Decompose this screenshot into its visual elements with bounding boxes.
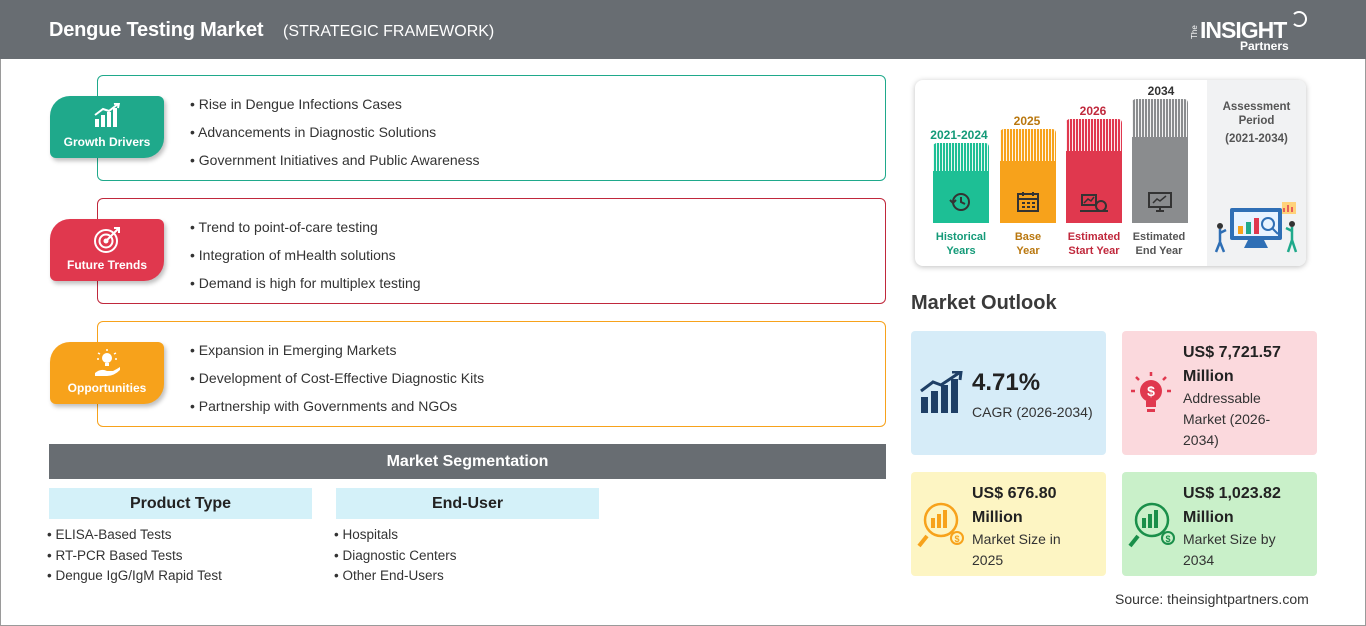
list-item: Diagnostic Centers bbox=[334, 547, 456, 568]
list-item: Trend to point-of-care testing bbox=[190, 217, 421, 245]
market-growth-icon: $ bbox=[917, 502, 964, 548]
end-user-header: End-User bbox=[336, 488, 599, 519]
header-bar: Dengue Testing Market (STRATEGIC FRAMEWO… bbox=[0, 0, 1366, 59]
opportunities-box: Expansion in Emerging Markets Developmen… bbox=[97, 321, 886, 427]
timeline-bar-stripes bbox=[933, 143, 989, 171]
growth-chart-icon bbox=[94, 103, 121, 127]
addressable-label: 2034) bbox=[1183, 432, 1219, 448]
addressable-label: Market (2026- bbox=[1183, 411, 1271, 427]
addressable-market-card: $ US$ 7,721.57 Million Addressable Marke… bbox=[1122, 331, 1317, 455]
assessment-timeline: 2021-2024 Historical Years 2025 Base Yea… bbox=[915, 80, 1306, 266]
list-item: Integration of mHealth solutions bbox=[190, 245, 421, 273]
badge-label: Opportunities bbox=[67, 381, 147, 395]
size-2025-unit: Million bbox=[972, 509, 1023, 526]
list-item: Government Initiatives and Public Awaren… bbox=[190, 150, 480, 178]
list-item: Partnership with Governments and NGOs bbox=[190, 396, 484, 424]
market-segmentation-bar: Market Segmentation bbox=[49, 444, 886, 479]
opportunities-badge: Opportunities bbox=[50, 342, 164, 404]
timeline-bar-stripes bbox=[1000, 129, 1056, 161]
list-item: Expansion in Emerging Markets bbox=[190, 340, 484, 368]
future-trends-list: Trend to point-of-care testing Integrati… bbox=[190, 217, 421, 301]
timeline-caption: Historical Years bbox=[935, 231, 987, 257]
growth-chart-icon bbox=[920, 371, 963, 413]
svg-text:$: $ bbox=[1147, 383, 1155, 399]
size-2034-label: Market Size by bbox=[1183, 531, 1276, 547]
list-item: Advancements in Diagnostic Solutions bbox=[190, 122, 479, 150]
timeline-bar-stripes bbox=[1066, 119, 1122, 151]
size-2034-unit: Million bbox=[1183, 509, 1234, 526]
timeline-year: 2025 bbox=[1013, 114, 1041, 128]
source-note: Source: theinsightpartners.com bbox=[1115, 591, 1309, 607]
timeline-caption: Base Year bbox=[1014, 231, 1042, 257]
size-2034-label: 2034 bbox=[1183, 552, 1215, 568]
timeline-caption: Estimated Start Year bbox=[1067, 231, 1121, 257]
size-2025-label: Market Size in bbox=[972, 531, 1061, 547]
end-user-list: Hospitals Diagnostic Centers Other End-U… bbox=[334, 526, 457, 588]
timeline-year: 2034 bbox=[1147, 84, 1175, 98]
future-trends-badge: Future Trends bbox=[50, 219, 164, 281]
assessment-title: Assessment Period bbox=[1222, 101, 1291, 127]
growth-drivers-badge: Growth Drivers bbox=[50, 96, 164, 158]
cagr-value: 4.71% bbox=[972, 369, 1041, 396]
cagr-card: 4.71% CAGR (2026-2034) bbox=[911, 331, 1106, 455]
size-2025-label: 2025 bbox=[972, 552, 1004, 568]
list-item: Other End-Users bbox=[334, 567, 457, 588]
market-outlook-title: Market Outlook bbox=[911, 292, 1057, 314]
size-2025-value: US$ 676.80 bbox=[972, 485, 1057, 502]
product-type-header: Product Type bbox=[49, 488, 312, 519]
addressable-label: Addressable bbox=[1183, 390, 1261, 406]
svg-text:$: $ bbox=[954, 534, 959, 544]
growth-drivers-list: Rise in Dengue Infections Cases Advancem… bbox=[190, 94, 479, 178]
list-item: Demand is high for multiplex testing bbox=[190, 273, 421, 301]
badge-label: Growth Drivers bbox=[63, 135, 151, 149]
future-trends-box: Trend to point-of-care testing Integrati… bbox=[97, 198, 886, 304]
assessment-period-panel: Assessment Period (2021-2034) bbox=[1207, 80, 1306, 266]
cagr-label: CAGR (2026-2034) bbox=[972, 404, 1093, 420]
idea-hand-icon bbox=[95, 349, 120, 376]
start-chart-icon bbox=[1080, 194, 1108, 212]
idea-bulb-icon: $ bbox=[1131, 372, 1171, 412]
timeline-year: 2021-2024 bbox=[930, 128, 988, 142]
market-size-2034-card: $ US$ 1,023.82 Million Market Size by 20… bbox=[1122, 472, 1317, 576]
page-subtitle: (STRATEGIC FRAMEWORK) bbox=[283, 23, 495, 40]
monitor-icon bbox=[1148, 192, 1172, 212]
list-item: ELISA-Based Tests bbox=[47, 526, 222, 547]
list-item: RT-PCR Based Tests bbox=[47, 547, 222, 568]
size-2034-value: US$ 1,023.82 bbox=[1183, 485, 1281, 502]
list-item: Development of Cost-Effective Diagnostic… bbox=[190, 368, 484, 396]
calendar-icon bbox=[1017, 192, 1039, 212]
history-icon bbox=[949, 193, 970, 211]
insight-partners-logo[interactable]: The INSIGHT Partners bbox=[1190, 9, 1310, 55]
page-title: Dengue Testing Market bbox=[49, 19, 264, 41]
badge-label: Future Trends bbox=[66, 258, 147, 272]
logo-arc-icon bbox=[1291, 11, 1307, 27]
addressable-value: US$ 7,721.57 bbox=[1183, 344, 1281, 361]
timeline-bar-stripes bbox=[1132, 99, 1188, 137]
timeline-year: 2026 bbox=[1079, 104, 1107, 118]
opportunities-list: Expansion in Emerging Markets Developmen… bbox=[190, 340, 484, 424]
list-item: Rise in Dengue Infections Cases bbox=[190, 94, 479, 122]
market-size-2025-card: $ US$ 676.80 Million Market Size in 2025 bbox=[911, 472, 1106, 576]
product-type-list: ELISA-Based Tests RT-PCR Based Tests Den… bbox=[47, 526, 222, 588]
timeline-caption: Estimated End Year bbox=[1132, 231, 1186, 257]
list-item: Dengue IgG/IgM Rapid Test bbox=[47, 567, 221, 588]
target-icon bbox=[94, 227, 120, 253]
addressable-unit: Million bbox=[1183, 368, 1234, 385]
analytics-people-illustration-icon bbox=[1214, 202, 1298, 253]
market-growth-icon: $ bbox=[1128, 502, 1175, 548]
growth-drivers-box: Rise in Dengue Infections Cases Advancem… bbox=[97, 75, 886, 181]
svg-text:$: $ bbox=[1165, 534, 1170, 544]
list-item: Hospitals bbox=[334, 526, 457, 547]
assessment-period: (2021-2034) bbox=[1225, 133, 1288, 145]
